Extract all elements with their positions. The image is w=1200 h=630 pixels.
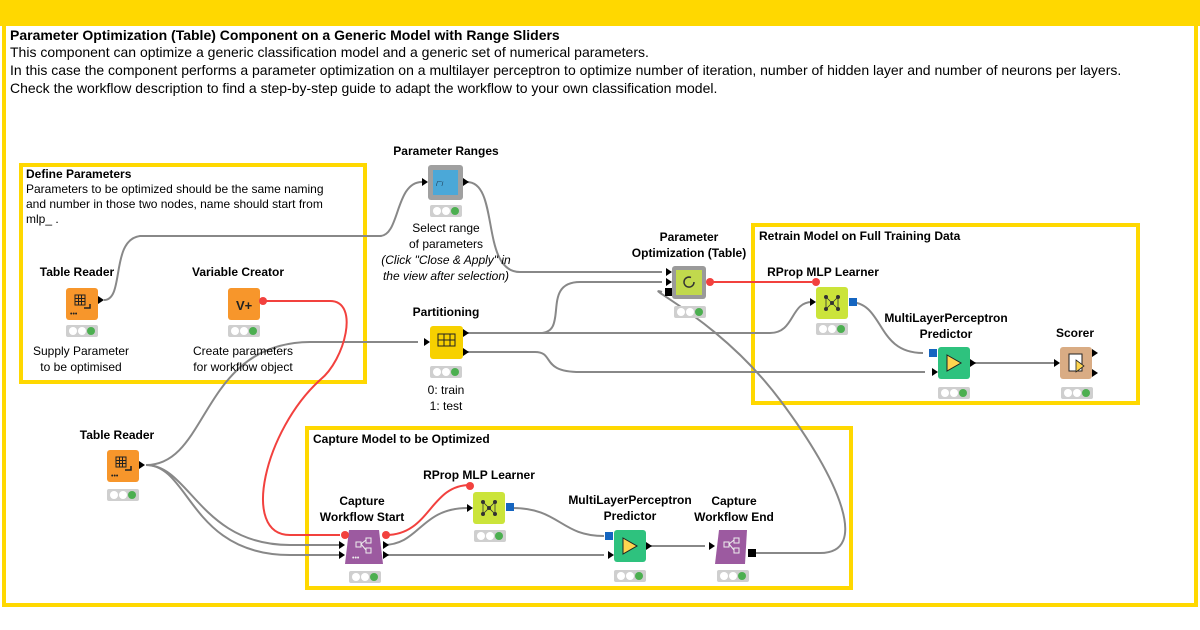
node-description-line: the view after selection) bbox=[382, 269, 510, 283]
node-label: Capture Workflow Start bbox=[320, 493, 404, 525]
connection[interactable] bbox=[465, 281, 662, 334]
annotation-text-line: and number in those two nodes, name shou… bbox=[26, 197, 323, 211]
header-band bbox=[0, 0, 1200, 26]
annotation-define-parameters[interactable] bbox=[19, 163, 367, 384]
node-label: RProp MLP Learner bbox=[767, 265, 879, 279]
node-description-line: for workflow object bbox=[193, 360, 293, 374]
svg-text:/‾‾/: /‾‾/ bbox=[436, 181, 444, 188]
node-label-line: Parameter bbox=[659, 230, 719, 244]
svg-text:•••: ••• bbox=[111, 473, 119, 480]
node-description: Supply Parameter to be optimised bbox=[33, 343, 129, 375]
node-label-line: Capture bbox=[339, 494, 385, 508]
annotation-define-title: Define Parameters bbox=[26, 167, 132, 181]
node-label: Parameter Optimization (Table) bbox=[632, 229, 746, 261]
variable-connection[interactable] bbox=[262, 300, 348, 536]
node-variable-creator[interactable]: V+ bbox=[228, 288, 267, 337]
annotation-text-line: mlp_ . bbox=[26, 212, 59, 226]
node-label: Partitioning bbox=[412, 305, 480, 319]
connection[interactable] bbox=[145, 464, 340, 556]
node-label: Scorer bbox=[1055, 326, 1095, 340]
node-parameter-ranges[interactable]: /‾‾/ bbox=[422, 165, 469, 217]
variable-creator-icon: V+ bbox=[236, 298, 253, 313]
node-description: 0: train 1: test bbox=[428, 382, 465, 414]
node-label: Parameter Ranges bbox=[393, 144, 499, 158]
node-mlp-predictor-bottom[interactable] bbox=[605, 530, 652, 582]
workflow-annotation-outer bbox=[2, 22, 1198, 607]
workflow-title: Parameter Optimization (Table) Component… bbox=[10, 27, 560, 43]
node-label-line: MultiLayerPerceptron bbox=[568, 493, 692, 507]
node-description-line: 0: train bbox=[427, 383, 465, 397]
node-description-line: 1: test bbox=[429, 399, 463, 413]
node-description-line: Supply Parameter bbox=[32, 344, 130, 358]
node-description-line: Select range bbox=[412, 221, 480, 235]
connection[interactable] bbox=[465, 301, 813, 334]
workflow-description-line: This component can optimize a generic cl… bbox=[10, 44, 649, 60]
node-partitioning[interactable] bbox=[424, 326, 469, 378]
node-label: MultiLayerPerceptron Predictor bbox=[884, 310, 1007, 342]
workflow-description-line: Check the workflow description to find a… bbox=[10, 80, 718, 96]
node-capture-workflow-start[interactable]: ••• bbox=[339, 530, 390, 583]
node-label-line: Capture bbox=[711, 494, 757, 508]
node-table-reader-1[interactable]: ••• bbox=[66, 288, 104, 337]
annotation-retrain-title: Retrain Model on Full Training Data bbox=[759, 229, 961, 243]
node-description-line: of parameters bbox=[408, 237, 484, 251]
node-label-line: Optimization (Table) bbox=[631, 246, 747, 260]
node-mlp-predictor-top[interactable] bbox=[929, 347, 976, 399]
node-label: MultiLayerPerceptron Predictor bbox=[568, 492, 691, 524]
workflow-description-line: In this case the component performs a pa… bbox=[10, 62, 1122, 78]
variable-connection[interactable] bbox=[385, 484, 471, 536]
node-label-line: MultiLayerPerceptron bbox=[884, 311, 1008, 325]
node-label: Table Reader bbox=[39, 265, 115, 279]
node-description-line: to be optimised bbox=[40, 360, 122, 374]
connection[interactable] bbox=[382, 507, 469, 546]
annotation-define-text: Parameters to be optimized should be the… bbox=[26, 182, 324, 227]
annotation-capture-title: Capture Model to be Optimized bbox=[313, 432, 490, 446]
annotation-capture[interactable] bbox=[305, 426, 853, 590]
connection[interactable] bbox=[466, 181, 662, 273]
node-label: Capture Workflow End bbox=[694, 493, 774, 525]
node-label-line: Predictor bbox=[919, 327, 973, 341]
node-table-reader-2[interactable]: ••• bbox=[107, 450, 145, 501]
node-label-line: Workflow Start bbox=[319, 510, 405, 524]
node-label: Variable Creator bbox=[191, 265, 285, 279]
connection[interactable] bbox=[103, 181, 423, 301]
connection[interactable] bbox=[511, 507, 605, 537]
svg-text:•••: ••• bbox=[70, 311, 78, 318]
svg-text:•••: ••• bbox=[352, 555, 360, 562]
connection[interactable] bbox=[145, 341, 418, 466]
connection[interactable] bbox=[848, 301, 924, 354]
node-description: Select range of parameters (Click "Close… bbox=[381, 220, 510, 284]
annotation-retrain[interactable] bbox=[751, 223, 1140, 405]
node-description: Create parameters for workflow object bbox=[193, 343, 293, 375]
node-label: Table Reader bbox=[79, 428, 155, 442]
annotation-text-line: Parameters to be optimized should be the… bbox=[26, 182, 324, 196]
node-parameter-optimization[interactable] bbox=[665, 266, 714, 318]
connection[interactable] bbox=[465, 351, 925, 373]
node-capture-workflow-end[interactable] bbox=[709, 530, 756, 582]
node-rprop-learner-top[interactable] bbox=[810, 278, 857, 335]
node-description-line: Create parameters bbox=[192, 344, 294, 358]
node-rprop-learner-bottom[interactable] bbox=[466, 482, 514, 542]
node-label-line: Predictor bbox=[603, 509, 657, 523]
node-description-line: (Click "Close & Apply" in bbox=[381, 253, 511, 267]
node-label-line: Workflow End bbox=[694, 510, 774, 524]
node-scorer[interactable] bbox=[1054, 347, 1098, 399]
connection[interactable] bbox=[657, 290, 847, 554]
connection[interactable] bbox=[145, 464, 340, 546]
node-label: RProp MLP Learner bbox=[423, 468, 535, 482]
